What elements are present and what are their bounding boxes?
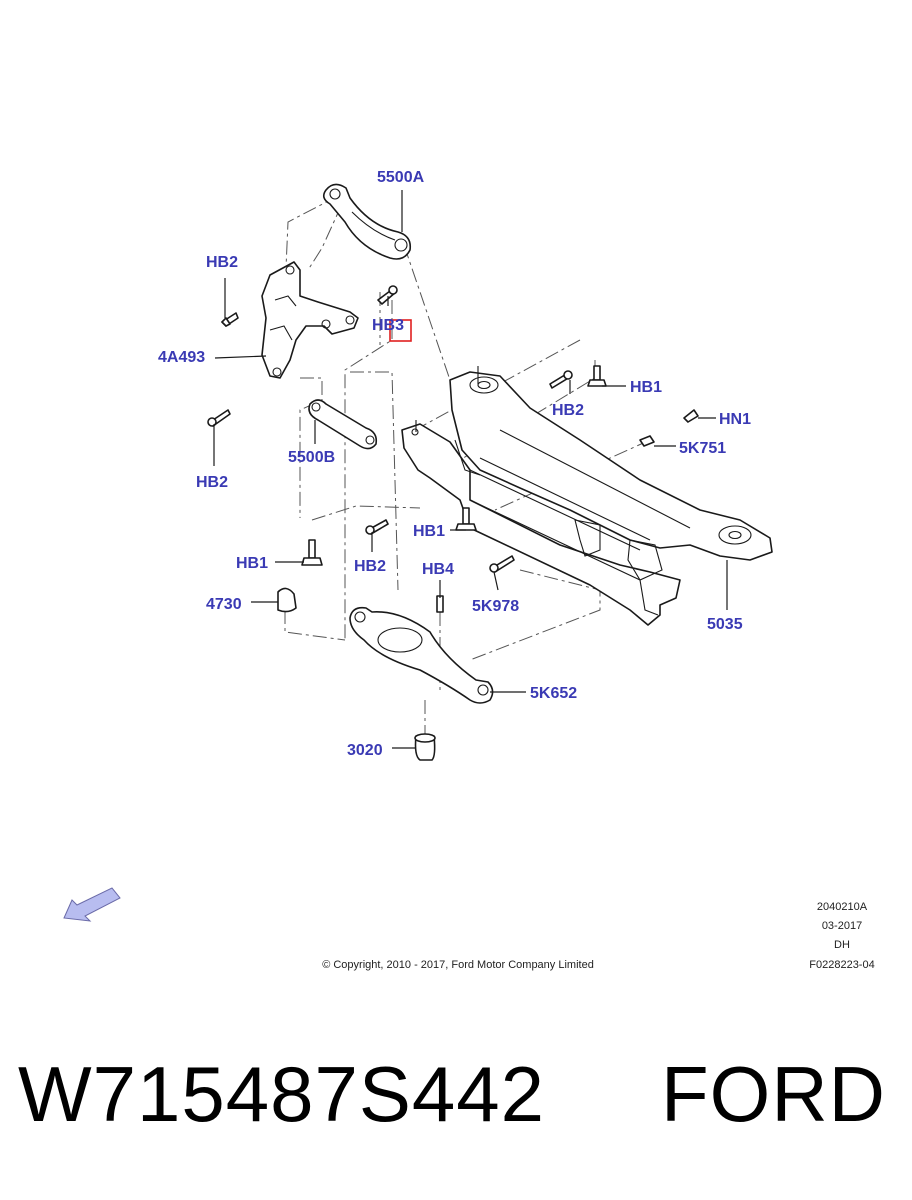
subframe-5035 [401,366,773,626]
callout-5500B: 5500B [288,449,335,466]
callout-4730: 4730 [206,596,242,613]
lower-link-5500B [308,399,378,450]
callout-hb3: HB3 [372,317,404,334]
direction-arrow-icon [63,887,121,922]
part-number: W715487S442 [18,1050,546,1138]
brand-name: FORD [661,1050,886,1138]
upper-arm-5500A [322,183,412,260]
callout-hb2-top: HB2 [206,254,238,271]
callout-hb1-left: HB1 [236,555,268,572]
lower-arm-5K652 [349,606,494,704]
callout-3020: 3020 [347,742,383,759]
leader-lines [213,190,728,749]
callout-hb2-mid: HB2 [552,402,584,419]
callout-5K978: 5K978 [472,598,519,615]
knuckle-bracket-4A493 [261,261,359,379]
figure-number: F0228223-04 [809,959,874,971]
drawing-initials: DH [834,939,850,951]
drawing-code: 2040210A [817,901,868,913]
callout-5035: 5035 [707,616,743,633]
callout-5500A: 5500A [377,169,425,186]
callout-hb4: HB4 [422,561,454,578]
copyright-notice: © Copyright, 2010 - 2017, Ford Motor Com… [322,959,594,971]
callout-hb1-mid: HB1 [413,523,445,540]
callout-hb2-low: HB2 [354,558,386,575]
callout-hb2-left: HB2 [196,474,228,491]
drawing-date: 03-2017 [822,920,862,932]
callout-hn1: HN1 [719,411,751,428]
callout-5K652: 5K652 [530,685,577,702]
drawing-info: 2040210A 03-2017 DH F0228223-04 © Copyri… [322,901,875,971]
fasteners [207,285,699,761]
callout-hb1-right: HB1 [630,379,662,396]
callout-4A493: 4A493 [158,349,205,366]
rear-subframe-diagram: 5500A HB2 HB3 4A493 HB1 HB2 HN1 5K751 55… [63,169,875,971]
highlight-box [389,319,412,342]
callout-labels: 5500A HB2 HB3 4A493 HB1 HB2 HN1 5K751 55… [158,169,751,759]
callout-5K751: 5K751 [679,440,726,457]
